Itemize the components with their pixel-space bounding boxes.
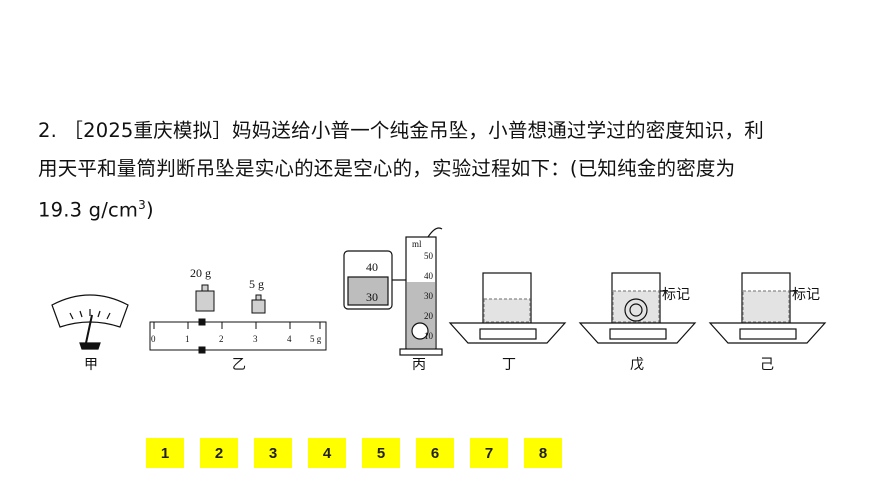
ruler-tick-1: 1 [185,334,190,344]
caption-jia: 甲 [84,357,98,373]
beaker-ding [448,272,567,344]
zoom-box [343,250,406,310]
mark-label-ji: 标记 [792,287,820,303]
cylinder-mark-20: 20 [424,311,434,321]
caption-ji: 己 [760,357,774,373]
ruler-tick-0: 0 [151,334,156,344]
ruler-tick-4: 4 [287,334,292,344]
page-button-7[interactable]: 7 [470,438,508,468]
page-button-5[interactable]: 5 [362,438,400,468]
ruler-tick-3: 3 [253,334,258,344]
weight-5g-label: 5 g [249,277,264,291]
page-button-2[interactable]: 2 [200,438,238,468]
question-line-3: 19.3 g/cm3) [38,198,154,222]
caption-wu: 戊 [630,357,644,373]
graduated-cylinder [399,227,443,356]
question-line-1: 2. ［2025重庆模拟］妈妈送给小普一个纯金吊坠，小普想通过学过的密度知识，利 [38,119,764,142]
weight-5g [251,294,266,314]
question-line-2: 用天平和量筒判断吊坠是实心的还是空心的，实验过程如下：(已知纯金的密度为 [38,156,736,180]
page-button-4[interactable]: 4 [308,438,346,468]
ruler-tick-2: 2 [219,334,224,344]
weight-20g-label: 20 g [190,266,211,280]
question-pager: 1 2 3 4 5 6 7 8 [146,438,562,468]
weight-20g [195,284,215,312]
caption-yi: 乙 [232,357,246,373]
experiment-figure: 甲 20 g 5 g 0 1 2 3 4 5 g 乙 [40,225,840,375]
page-button-8[interactable]: 8 [524,438,562,468]
beaker-wu [578,272,697,344]
cylinder-mark-40: 40 [424,271,434,281]
caption-bing: 丙 [412,357,426,373]
cylinder-mark-30: 30 [424,291,434,301]
ruler-tick-5: 5 g [310,334,322,344]
cylinder-mark-50: 50 [424,251,434,261]
caption-ding: 丁 [502,357,516,373]
beaker-ji [708,272,827,344]
cylinder-unit: ml [412,239,422,249]
experiment-diagram: 甲 20 g 5 g 0 1 2 3 4 5 g 乙 [51,227,827,373]
mark-label-wu: 标记 [662,287,690,303]
cylinder-mark-10: 10 [424,331,434,341]
balance-pointer-dial [51,294,129,350]
balance-ruler [149,318,327,354]
page-button-3[interactable]: 3 [254,438,292,468]
zoom-value-lower: 30 [366,290,378,304]
page-button-1[interactable]: 1 [146,438,184,468]
zoom-value-upper: 40 [366,260,378,274]
question-text: 2. ［2025重庆模拟］妈妈送给小普一个纯金吊坠，小普想通过学过的密度知识，利… [38,112,838,229]
page-button-6[interactable]: 6 [416,438,454,468]
